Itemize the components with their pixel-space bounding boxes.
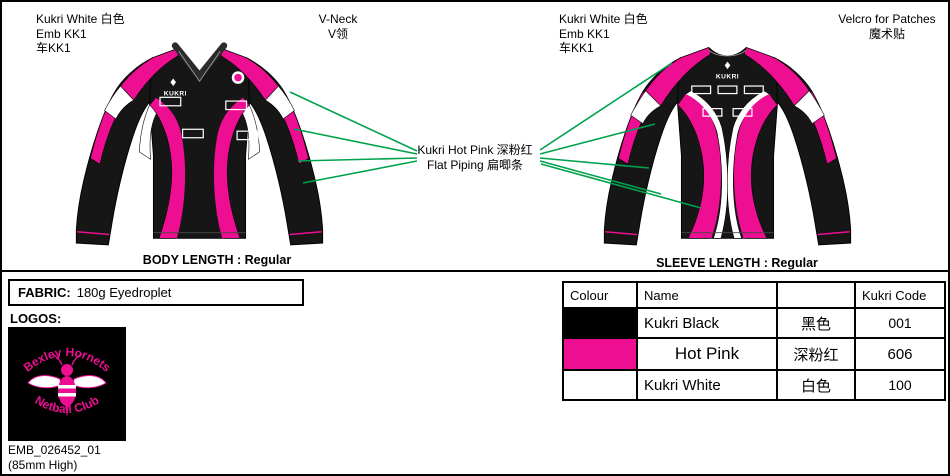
annotation-line: 魔术贴 (868, 26, 905, 41)
kukri-brand-text: KUKRI (716, 74, 739, 81)
front-right-side-insert (240, 104, 260, 160)
table-row-kukri-white: Kukri White 白色 100 (562, 369, 946, 401)
back-garment: KUKRI (603, 46, 852, 246)
back-garment-diagram: KUKRI (603, 46, 852, 246)
kukri-code: 100 (854, 369, 946, 401)
club-crest-logo: Bexley Hornets Netball Club (8, 327, 126, 441)
annotation-line: 车KK1 (36, 41, 71, 55)
back-left-piping (684, 93, 721, 239)
club-crest-svg: Bexley Hornets Netball Club (8, 327, 126, 441)
kukri-logo-mark-icon (170, 78, 176, 87)
kukri-code: 001 (854, 307, 946, 339)
velcro-patch (225, 100, 248, 111)
kukri-code: 606 (854, 337, 946, 371)
velcro-patch (181, 128, 204, 139)
fabric-spec: FABRIC: 180g Eyedroplet (8, 279, 304, 306)
annotation-v-neck: V-Neck V领 (296, 12, 380, 41)
color-name-cn: 白色 (776, 369, 856, 401)
sleeve-length-label: SLEEVE LENGTH : Regular (656, 256, 818, 270)
back-right-piping (734, 93, 771, 239)
velcro-patch (236, 130, 259, 141)
col-header-cn (776, 281, 856, 309)
annotation-line: Emb KK1 (559, 26, 610, 41)
emb-height: (85mm High) (8, 457, 78, 472)
hornet-icon (27, 353, 107, 417)
annotation-line: V-Neck (318, 12, 358, 26)
annotation-line: V领 (327, 26, 348, 41)
swatch-hot-pink (562, 337, 638, 371)
velcro-patch (159, 96, 182, 107)
velcro-patch (691, 85, 712, 95)
front-garment: KUKRI (75, 42, 324, 246)
club-crest-small-icon (231, 70, 245, 85)
front-left-side-insert (139, 104, 159, 160)
annotation-front-emb: Kukri White 白色 Emb KK1 车KK1 (36, 12, 125, 56)
fabric-label: FABRIC: (18, 285, 71, 300)
emb-code: EMB_026452_01 (8, 443, 101, 457)
section-divider (2, 270, 948, 272)
color-name: Hot Pink (636, 337, 778, 371)
col-header-kukri-code: Kukri Code (854, 281, 946, 309)
velcro-patch (732, 107, 753, 117)
color-name: Kukri Black (636, 307, 778, 339)
annotation-line: Kukri White 白色 (36, 12, 125, 26)
annotation-back-emb: Kukri White 白色 Emb KK1 车KK1 (559, 12, 648, 56)
kukri-brand-text: KUKRI (164, 90, 187, 97)
back-right-cuff-trim (817, 230, 850, 236)
velcro-patch (702, 107, 723, 117)
color-name-cn: 黑色 (776, 307, 856, 339)
back-collar-edge (708, 49, 747, 57)
front-right-cuff-trim (289, 230, 322, 236)
back-left-side-insert (684, 90, 728, 239)
annotation-hot-pink-piping: Kukri Hot Pink 深粉红 Flat Piping 扁唧条 (410, 143, 540, 172)
front-left-piping (154, 97, 186, 239)
annotation-line: Velcro for Patches (838, 12, 936, 26)
col-header-name: Name (636, 281, 778, 309)
annotation-line: Kukri Hot Pink 深粉红 (417, 143, 533, 157)
v-neck-collar-edge (178, 50, 221, 83)
swatch-kukri-white (562, 369, 638, 401)
fabric-value: 180g Eyedroplet (76, 285, 172, 300)
embroidery-captions: EMB_026452_01 (85mm High) (8, 443, 101, 472)
annotation-line: Kukri White 白色 (559, 12, 648, 26)
velcro-patch (743, 85, 764, 95)
annotation-line: Emb KK1 (36, 26, 87, 41)
logos-label: LOGOS: (10, 311, 62, 326)
body-length-label: BODY LENGTH : Regular (142, 253, 292, 267)
back-left-cuff-trim (605, 230, 638, 236)
kukri-brand-logo-front: KUKRI (164, 78, 187, 97)
front-left-cuff-trim (77, 230, 110, 236)
annotation-line: Flat Piping 扁唧条 (426, 157, 524, 172)
annotation-line: 车KK1 (559, 41, 594, 55)
back-right-shoulder-insert (793, 90, 825, 125)
col-header-colour: Colour (562, 281, 638, 309)
color-name: Kukri White (636, 369, 778, 401)
v-neck-collar (171, 42, 228, 81)
front-right-shoulder-insert (264, 85, 295, 120)
velcro-patch (717, 85, 738, 95)
swatch-kukri-black (562, 307, 638, 339)
color-table: Colour Name Kukri Code Kukri Black 黑色 00… (562, 281, 946, 401)
color-table-header-row: Colour Name Kukri Code (562, 281, 946, 309)
annotation-velcro: Velcro for Patches 魔术贴 (828, 12, 946, 41)
front-right-piping (213, 97, 245, 239)
front-garment-diagram: KUKRI (75, 42, 324, 246)
table-row-kukri-black: Kukri Black 黑色 001 (562, 307, 946, 339)
color-name-cn: 深粉红 (776, 337, 856, 371)
back-right-side-insert (727, 90, 771, 239)
table-row-hot-pink: Hot Pink 深粉红 606 (562, 337, 946, 371)
front-left-shoulder-insert (104, 85, 135, 120)
